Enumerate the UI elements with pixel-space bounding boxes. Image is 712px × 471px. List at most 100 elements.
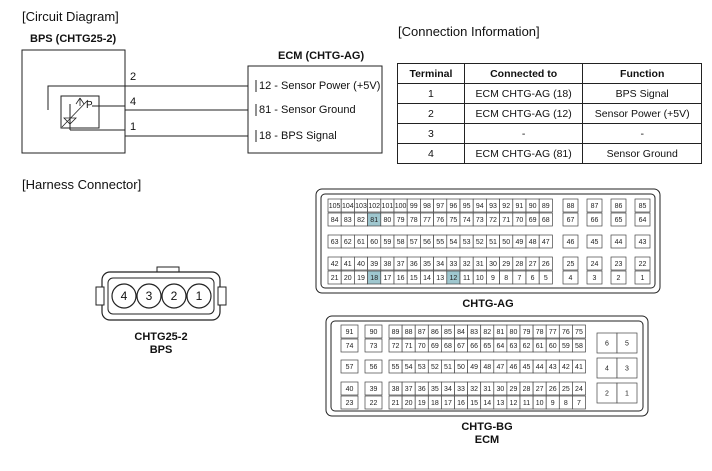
connector-pin-cell bbox=[340, 395, 359, 410]
connector-pin-cell bbox=[586, 234, 603, 249]
connector-pin-number: 72 bbox=[392, 343, 400, 350]
connector-pin-number: 48 bbox=[529, 239, 537, 246]
connector-pin-number: 53 bbox=[463, 239, 471, 246]
bg-connector-name: CHTG-BG bbox=[461, 421, 513, 433]
connector-pin-number: 63 bbox=[510, 343, 518, 350]
connector-pin-cell bbox=[616, 357, 638, 379]
bps-pin-4-label: 4 bbox=[130, 96, 137, 108]
connector-pin-number: 99 bbox=[410, 203, 418, 210]
connector-pin-number: 3 bbox=[625, 366, 629, 373]
connector-pin-number: 5 bbox=[625, 341, 629, 348]
connector-pin-number: 71 bbox=[502, 217, 510, 224]
connector-pin-number: 66 bbox=[470, 343, 478, 350]
connector-pin-cell bbox=[572, 338, 586, 353]
connector-pin-number: 47 bbox=[496, 364, 504, 371]
connector-pin-number: 32 bbox=[470, 386, 478, 393]
connector-pin-number: 12 bbox=[450, 275, 458, 282]
connector-pin-number: 55 bbox=[436, 239, 444, 246]
connector-pin-number: 10 bbox=[476, 275, 484, 282]
connector-pin-number: 85 bbox=[639, 203, 647, 210]
connector-pin-number: 82 bbox=[357, 217, 365, 224]
connector-pin-number: 73 bbox=[476, 217, 484, 224]
connector-pin-number: 2 bbox=[617, 275, 621, 282]
connector-pin-number: 36 bbox=[410, 261, 418, 268]
connector-pin-number: 29 bbox=[510, 386, 518, 393]
connector-pin-number: 72 bbox=[489, 217, 497, 224]
connector-pin-number: 68 bbox=[542, 217, 550, 224]
connector-pin-number: 4 bbox=[605, 366, 609, 373]
connector-pin-number: 65 bbox=[615, 217, 623, 224]
connector-pin-number: 16 bbox=[457, 400, 465, 407]
connector-pin-cell bbox=[340, 381, 359, 396]
connector-pin-number: 28 bbox=[523, 386, 531, 393]
connector-pin-cell bbox=[562, 198, 579, 213]
connector-pin-number: 103 bbox=[355, 203, 367, 210]
connector-pin-number: 27 bbox=[529, 261, 537, 268]
bps-connector-sub: BPS bbox=[149, 344, 173, 356]
terminal-cell: 4 bbox=[397, 143, 465, 164]
connector-pin-number: 104 bbox=[342, 203, 354, 210]
connector-pin-number: 10 bbox=[536, 400, 544, 407]
connector-pin-number: 86 bbox=[431, 329, 439, 336]
connector-pin-number: 49 bbox=[516, 239, 524, 246]
connector-pin-number: 73 bbox=[370, 343, 378, 350]
connector-pin-number: 1 bbox=[625, 391, 629, 398]
connector-pin-number: 31 bbox=[483, 386, 491, 393]
connector-pin-cell bbox=[562, 234, 579, 249]
pressure-symbol-label: P bbox=[86, 100, 93, 111]
connector-pin-number: 84 bbox=[457, 329, 465, 336]
function-cell: BPS Signal bbox=[582, 83, 702, 104]
connector-pin-number: 25 bbox=[562, 386, 570, 393]
ecm-label: ECM (CHTG-AG) bbox=[278, 50, 365, 62]
connector-pin-number: 26 bbox=[542, 261, 550, 268]
connector-pin-number: 3 bbox=[593, 275, 597, 282]
connector-pin-number: 37 bbox=[397, 261, 405, 268]
connector-pin-cell bbox=[572, 381, 586, 396]
connector-pin-cell bbox=[538, 270, 553, 285]
connector-pin-number: 51 bbox=[444, 364, 452, 371]
connector-pin-number: 97 bbox=[436, 203, 444, 210]
connector-pin-cell bbox=[538, 212, 553, 227]
table-row: 2 ECM CHTG-AG (12) Sensor Power (+5V) bbox=[397, 103, 702, 124]
connector-pin-number: 61 bbox=[357, 239, 365, 246]
table-row: 3 - - bbox=[397, 123, 702, 144]
connector-pin-number: 46 bbox=[567, 239, 575, 246]
connector-pin-number: 66 bbox=[591, 217, 599, 224]
connection-info-title: [Connection Information] bbox=[398, 24, 540, 39]
bps-pin-2-label: 2 bbox=[130, 71, 137, 83]
connector-pin-number: 22 bbox=[639, 261, 647, 268]
connector-pin-cell bbox=[538, 198, 553, 213]
bps-box bbox=[21, 49, 126, 154]
connector-pin-cell bbox=[538, 256, 553, 271]
connected-to-cell: ECM CHTG-AG (81) bbox=[463, 143, 584, 164]
connector-pin-number: 80 bbox=[510, 329, 518, 336]
connector-pin-number: 45 bbox=[591, 239, 599, 246]
connector-pin-number: 15 bbox=[410, 275, 418, 282]
connector-pin-number: 16 bbox=[397, 275, 405, 282]
connector-pin-number: 13 bbox=[436, 275, 444, 282]
connector-pin-cell bbox=[634, 270, 651, 285]
connector-pin-number: 81 bbox=[496, 329, 504, 336]
connector-pin-number: 75 bbox=[575, 329, 583, 336]
connector-pin-number: 75 bbox=[450, 217, 458, 224]
connector-pin-number: 57 bbox=[346, 364, 354, 371]
connector-pin-number: 100 bbox=[395, 203, 407, 210]
connector-pin-cell bbox=[572, 324, 586, 339]
connector-pin-number: 89 bbox=[392, 329, 400, 336]
connector-pin-number: 81 bbox=[370, 217, 378, 224]
connector-pin-number: 5 bbox=[544, 275, 548, 282]
connector-pin-number: 41 bbox=[344, 261, 352, 268]
terminal-cell: 2 bbox=[397, 103, 465, 124]
connector-pin-cell bbox=[340, 359, 359, 374]
connector-pin-cell bbox=[340, 324, 359, 339]
connector-pin-number: 51 bbox=[489, 239, 497, 246]
connector-pin-number: 6 bbox=[531, 275, 535, 282]
connector-pin-number: 63 bbox=[331, 239, 339, 246]
bps-connector-pin: 4 bbox=[120, 289, 128, 303]
connector-pin-number: 46 bbox=[510, 364, 518, 371]
connector-pin-number: 7 bbox=[517, 275, 521, 282]
connector-pin-number: 13 bbox=[496, 400, 504, 407]
connector-pin-number: 29 bbox=[502, 261, 510, 268]
connector-pin-number: 59 bbox=[562, 343, 570, 350]
connector-pin-number: 14 bbox=[483, 400, 491, 407]
